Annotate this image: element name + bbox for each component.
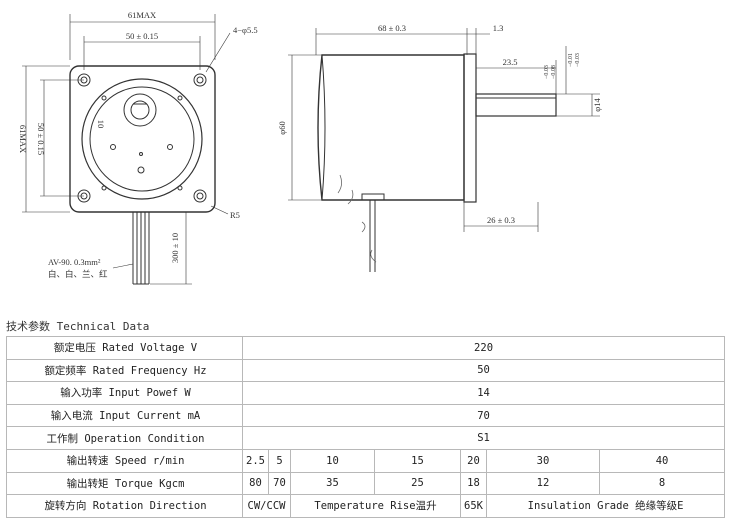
table-row-speed: 输出转速 Speed r/min 2.5 5 10 15 20 30 40 xyxy=(6,448,726,473)
hole-spacing-v-label: 50 ± 0.15 xyxy=(36,123,46,155)
wire-spec-label: AV-90. 0.3mm² xyxy=(48,257,101,267)
body-length-label: 68 ± 0.3 xyxy=(378,23,406,33)
flat-dim-label: 10 xyxy=(96,120,106,129)
torque-cell: 80 xyxy=(242,471,269,496)
temperature-label: Temperature Rise温升 xyxy=(290,494,461,518)
row-value: S1 xyxy=(241,426,726,450)
overall-width-label: 61MAX xyxy=(128,10,156,20)
shaft-dia-label: φ14 xyxy=(592,98,602,112)
row-value: 70 xyxy=(241,403,726,428)
row-label: 额定电压 Rated Voltage V xyxy=(6,336,243,360)
body-dia-label: φ60 xyxy=(277,121,287,134)
speed-cell: 10 xyxy=(290,448,375,473)
corner-radius-label: R5 xyxy=(230,210,240,220)
speed-cell: 30 xyxy=(486,448,600,473)
front-view xyxy=(22,14,231,285)
table-row-frequency: 额定频率 Rated Frequency Hz 50 xyxy=(6,358,726,383)
rotation-direction: CW/CCW xyxy=(242,494,291,518)
motor-drawing: 61MAX 50 ± 0.15 4−φ5.5 61MAX 50 ± 0.15 1… xyxy=(18,10,602,285)
row-value: 220 xyxy=(241,336,726,360)
row-value: 50 xyxy=(241,358,726,383)
speed-cell: 40 xyxy=(598,448,726,473)
insulation-grade: Insulation Grade 绝缘等级E xyxy=(485,494,726,518)
table-row-voltage: 额定电压 Rated Voltage V 220 xyxy=(6,336,726,360)
row-value: 14 xyxy=(241,381,726,405)
overall-height-label: 61MAX xyxy=(18,125,28,153)
spec-table: 额定电压 Rated Voltage V 220 额定频率 Rated Freq… xyxy=(6,336,726,518)
temperature-value: 65K xyxy=(460,494,487,518)
table-row-torque: 输出转矩 Torque Kgcm 80 70 35 25 18 12 8 xyxy=(6,471,726,496)
row-label: 额定频率 Rated Frequency Hz xyxy=(6,358,243,383)
flange-label: 1.3 xyxy=(493,23,504,33)
torque-cell: 12 xyxy=(486,471,600,496)
row-label: 输出转速 Speed r/min xyxy=(6,448,243,473)
table-row-rotation: 旋转方向 Rotation Direction CW/CCW Temperatu… xyxy=(6,494,726,518)
table-row-power: 输入功率 Input Powef W 14 xyxy=(6,381,726,405)
hole-spec-label: 4−φ5.5 xyxy=(233,25,258,35)
bottom-dim-label: 26 ± 0.3 xyxy=(487,215,515,225)
speed-cell: 20 xyxy=(460,448,487,473)
speed-cell: 5 xyxy=(268,448,291,473)
table-row-current: 输入电流 Input Current mA 70 xyxy=(6,403,726,428)
tolerance-1b: −0.08 xyxy=(551,65,557,79)
row-label: 输出转矩 Torque Kgcm xyxy=(6,471,243,496)
shaft-length-label: 23.5 xyxy=(503,57,518,67)
row-label: 工作制 Operation Condition xyxy=(6,426,243,450)
table-row-condition: 工作制 Operation Condition S1 xyxy=(6,426,726,450)
row-label: 输入功率 Input Powef W xyxy=(6,381,243,405)
row-label: 输入电流 Input Current mA xyxy=(6,403,243,428)
torque-cell: 25 xyxy=(374,471,461,496)
tolerance-2b: −0.03 xyxy=(575,53,581,67)
torque-cell: 8 xyxy=(598,471,726,496)
hole-spacing-h-label: 50 ± 0.15 xyxy=(126,31,158,41)
speed-cell: 15 xyxy=(374,448,461,473)
row-label: 旋转方向 Rotation Direction xyxy=(6,494,243,518)
front-view-labels: 61MAX 50 ± 0.15 4−φ5.5 61MAX 50 ± 0.15 1… xyxy=(18,10,258,279)
speed-cell: 2.5 xyxy=(242,448,269,473)
torque-cell: 35 xyxy=(290,471,375,496)
torque-cell: 70 xyxy=(268,471,291,496)
tolerance-2: −0.01 xyxy=(568,53,574,67)
side-view xyxy=(288,28,600,272)
torque-cell: 18 xyxy=(460,471,487,496)
side-view-labels: 68 ± 0.3 1.3 23.5 −0.03 −0.08 −0.01 −0.0… xyxy=(277,23,602,225)
lead-length-label: 300 ± 10 xyxy=(170,233,180,263)
wire-colors-label: 白、白、兰、红 xyxy=(48,269,108,279)
tolerance-1: −0.03 xyxy=(544,65,550,79)
section-title: 技术参数 Technical Data xyxy=(6,320,150,333)
